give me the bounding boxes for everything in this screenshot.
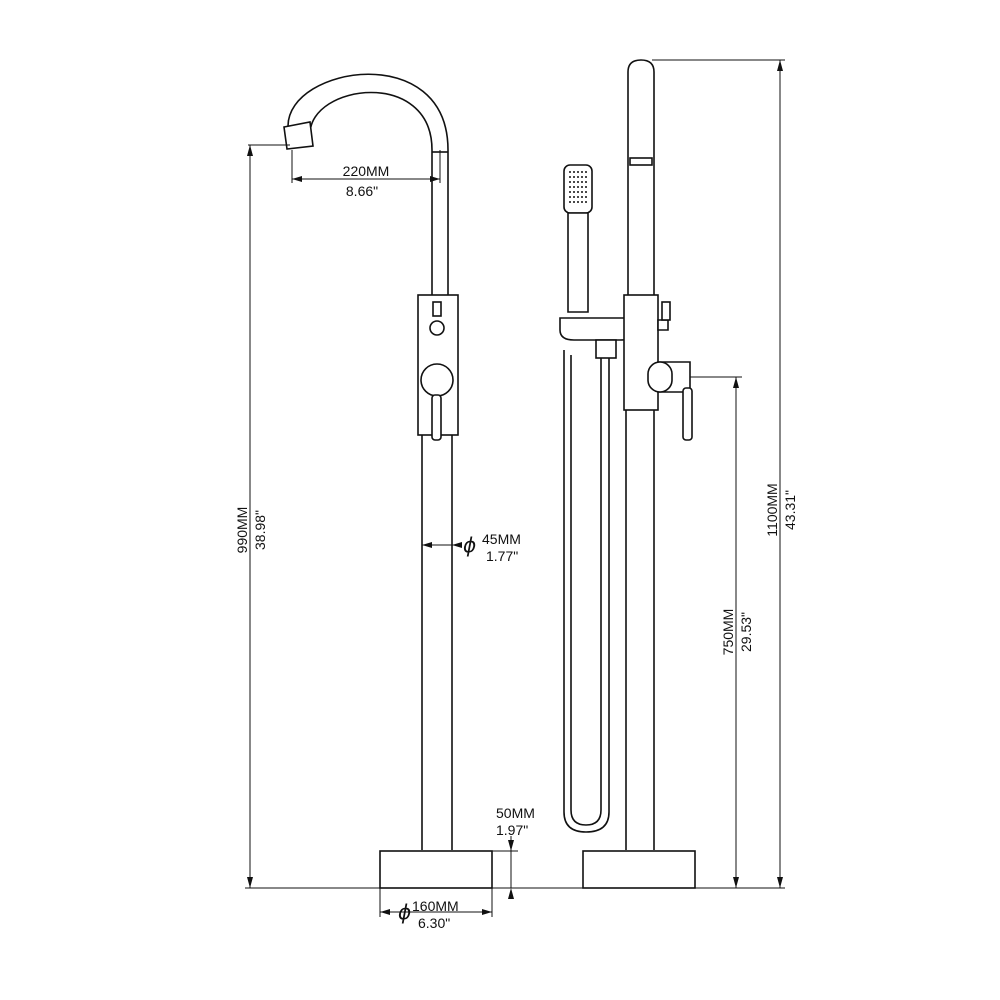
spray-hole [577, 191, 579, 193]
spray-hole [569, 176, 571, 178]
side-diverter-knob [657, 319, 669, 331]
riser-pipe [627, 59, 655, 295]
pipe-diameter-mm: 45MM [482, 531, 521, 547]
side-floor-base [582, 850, 696, 889]
spray-hole [577, 171, 579, 173]
spray-hole [573, 186, 575, 188]
dimension-labels: 220MM 8.66" 990MM 38.98" ϕ 45MM 1.77" 50… [234, 163, 798, 931]
spray-hole [577, 181, 579, 183]
spray-hole [585, 181, 587, 183]
shower-hose [563, 350, 610, 833]
spray-hole [569, 171, 571, 173]
spout-reach-in: 8.66" [346, 183, 378, 199]
base-height-mm: 50MM [496, 805, 535, 821]
side-mixer-lever [682, 387, 693, 441]
spout-reach-mm: 220MM [343, 163, 390, 179]
spray-hole [569, 181, 571, 183]
spray-hole [573, 191, 575, 193]
overall-height-in: 43.31" [782, 490, 798, 530]
spout-height-in: 38.98" [252, 510, 268, 550]
base-diameter-mm: 160MM [412, 898, 459, 914]
spray-hole [569, 186, 571, 188]
diverter-knob-base [429, 320, 445, 336]
spray-hole [577, 186, 579, 188]
spray-hole [585, 171, 587, 173]
spray-hole [573, 171, 575, 173]
front-view [283, 73, 493, 889]
main-column [421, 435, 453, 850]
spray-hole [581, 186, 583, 188]
inlet-height-mm: 750MM [720, 609, 736, 656]
spray-hole [577, 176, 579, 178]
spray-hole [581, 171, 583, 173]
base-diameter-in: 6.30" [418, 915, 450, 931]
spray-hole [577, 196, 579, 198]
spray-hole [573, 176, 575, 178]
hose-connector [595, 339, 617, 359]
pipe-diameter-in: 1.77" [486, 548, 518, 564]
inlet-height-in: 29.53" [738, 612, 754, 652]
side-column [625, 410, 655, 850]
spray-hole [585, 186, 587, 188]
floor-base [379, 850, 493, 889]
dimension-lines [245, 59, 785, 917]
spray-hole [581, 181, 583, 183]
pipe-diameter-symbol: ϕ [463, 533, 476, 557]
mixer-lever [431, 394, 442, 441]
spout-tip [283, 121, 314, 150]
side-valve-body [623, 294, 659, 411]
spray-hole [581, 201, 583, 203]
spray-hole [585, 191, 587, 193]
spout-gooseneck [287, 73, 449, 295]
hand-shower-holes [569, 171, 587, 203]
spray-hole [581, 196, 583, 198]
spray-hole [585, 196, 587, 198]
mixer-handle [420, 363, 454, 397]
side-view [559, 59, 696, 889]
overall-height-mm: 1100MM [764, 483, 780, 536]
base-height-in: 1.97" [496, 822, 528, 838]
spray-hole [581, 176, 583, 178]
spray-hole [585, 176, 587, 178]
spray-hole [581, 191, 583, 193]
spray-hole [569, 196, 571, 198]
hand-shower-holder [559, 317, 629, 341]
spray-hole [569, 191, 571, 193]
spray-hole [573, 201, 575, 203]
spray-hole [577, 201, 579, 203]
spray-hole [569, 201, 571, 203]
spray-hole [573, 196, 575, 198]
diverter-knob [432, 301, 442, 317]
spray-hole [573, 181, 575, 183]
riser-marker [629, 157, 653, 166]
spout-height-mm: 990MM [234, 507, 250, 554]
spray-hole [585, 201, 587, 203]
base-diameter-symbol: ϕ [398, 900, 411, 924]
hand-shower-handle [567, 212, 589, 313]
